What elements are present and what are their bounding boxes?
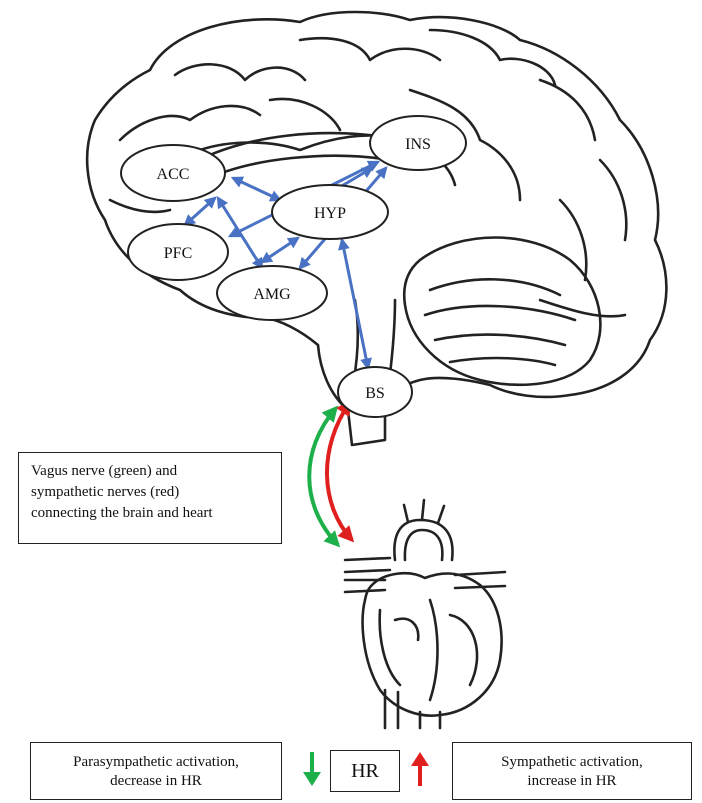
node-hyp-label: HYP: [314, 205, 346, 222]
node-ins: INS: [370, 116, 466, 170]
node-acc: ACC: [121, 145, 225, 201]
node-bs-label: BS: [365, 385, 385, 402]
node-amg-label: AMG: [253, 286, 291, 303]
node-amg: AMG: [217, 266, 327, 320]
parasympathetic-line2: decrease in HR: [37, 772, 275, 791]
vagus-legend-line2: sympathetic nerves (red): [31, 482, 269, 503]
vagus-legend-line3: connecting the brain and heart: [31, 503, 269, 524]
node-acc-label: ACC: [157, 166, 190, 183]
hr-box: HR: [330, 750, 400, 792]
parasympathetic-line1: Parasympathetic activation,: [37, 753, 275, 772]
node-pfc-label: PFC: [164, 245, 192, 262]
parasympathetic-box: Parasympathetic activation, decrease in …: [30, 742, 282, 800]
node-ins-label: INS: [405, 136, 431, 153]
hr-label: HR: [351, 760, 379, 783]
hr-increase-arrow: [411, 752, 429, 786]
sympathetic-line2: increase in HR: [459, 772, 685, 791]
vagus-legend-line1: Vagus nerve (green) and: [31, 461, 269, 482]
heart-illustration: [345, 500, 505, 728]
vagus-legend-box: Vagus nerve (green) and sympathetic nerv…: [18, 452, 282, 544]
sympathetic-box: Sympathetic activation, increase in HR: [452, 742, 692, 800]
node-hyp: HYP: [272, 185, 388, 239]
node-pfc: PFC: [128, 224, 228, 280]
hr-decrease-arrow: [303, 752, 321, 786]
sympathetic-line1: Sympathetic activation,: [459, 753, 685, 772]
node-bs: BS: [338, 367, 412, 417]
